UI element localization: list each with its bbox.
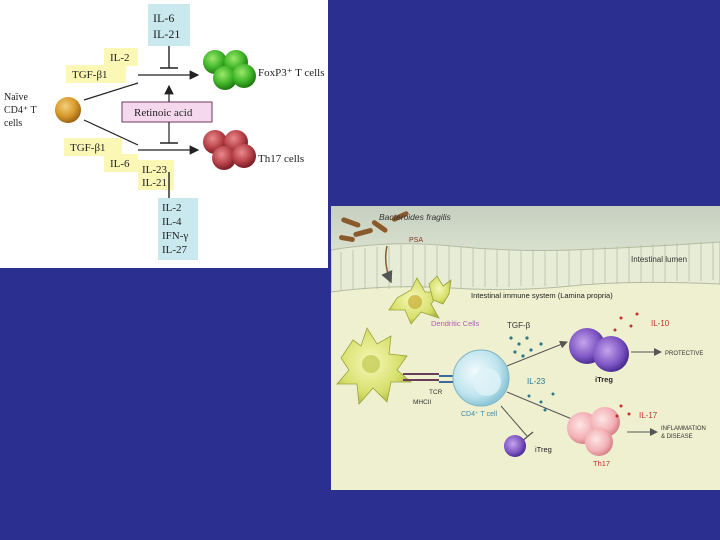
inducer-box-tgf-bottom <box>64 138 122 156</box>
naive-line-2: CD4⁺ T <box>4 105 37 116</box>
itreg-cell-cluster <box>569 328 629 372</box>
inducer-bottom-1: TGF-β1 <box>70 142 106 154</box>
th17-cell-cluster-bottom <box>567 407 620 456</box>
inducer-box-tgf <box>66 65 126 83</box>
gut-immune-svg: Bacteroides fragilis PSA Intestinal lume… <box>331 206 720 468</box>
inducer-box-il23 <box>138 160 174 190</box>
inhibit-line-itreg2 <box>500 405 528 437</box>
inhibitor-top-1: IL-6 <box>153 11 174 25</box>
inducer-box-il6 <box>104 154 138 172</box>
inducer-top-2: TGF-β1 <box>72 69 108 81</box>
tgf-beta-dots <box>509 336 543 358</box>
il23-label: IL-23 <box>527 377 546 386</box>
psa-label: PSA <box>409 237 423 244</box>
cd4-label: CD4⁺ T cell <box>461 411 498 418</box>
dendritic-cell-side <box>428 275 452 305</box>
il17-label: IL-17 <box>639 411 658 420</box>
retinoic-acid-box <box>121 101 213 123</box>
il17-dots <box>615 404 631 418</box>
epithelium-layer <box>331 241 720 293</box>
psa-arrow <box>381 245 393 284</box>
inflammation-line-2: & DISEASE <box>661 434 693 440</box>
itreg-cell-small <box>504 435 526 457</box>
inflammation-line-1: INFLAMMATION <box>661 426 706 432</box>
arrow-naive-to-bottom <box>83 119 139 146</box>
inducer-bottom-2: IL-6 <box>110 158 130 170</box>
inhibitor-bottom-2: IL-4 <box>162 216 182 228</box>
cd4-nucleus <box>473 368 501 396</box>
il10-dots <box>613 312 639 332</box>
naive-cd4-cell <box>55 97 81 123</box>
arrow-to-itreg <box>506 340 568 367</box>
naive-line-3: cells <box>4 118 22 129</box>
il10-label: IL-10 <box>651 319 670 328</box>
itreg-label: iTreg <box>595 375 613 384</box>
bacteria-label: Bacteroides fragilis <box>379 212 452 222</box>
differentiation-svg: IL-6 IL-21 IL-2 TGF-β1 Naïve CD4⁺ T cell… <box>4 4 325 260</box>
inhibitor-box-bottom <box>158 198 198 260</box>
tgf-beta-label: TGF-β <box>507 321 531 330</box>
inducer-top-1: IL-2 <box>110 52 130 64</box>
arrow-to-th17-cell <box>506 391 580 423</box>
mhc-label: MHCII <box>413 399 432 406</box>
il23-dots <box>527 392 555 412</box>
protective-label: PROTECTIVE <box>665 351 703 357</box>
itreg-small-label: iTreg <box>535 445 552 454</box>
dendritic-cell-large <box>336 327 413 405</box>
th17-cell-cluster <box>203 130 256 170</box>
treg-cell-cluster <box>203 50 256 90</box>
inhibitor-top-2: IL-21 <box>153 27 180 41</box>
inhibitor-bottom-3: IFN-γ <box>162 230 188 242</box>
th17-cell-label: Th17 <box>593 459 610 468</box>
dendritic-cells-label: Dendritic Cells <box>431 319 480 328</box>
arrow-naive-to-top <box>83 82 139 101</box>
mhc-tcr-receptors <box>403 373 455 383</box>
inducer-extra-2: IL-21 <box>142 177 167 189</box>
tcr-label: TCR <box>429 389 443 396</box>
immune-system-label: Intestinal immune system (Lamina propria… <box>471 291 613 300</box>
lumen-label: Intestinal lumen <box>631 255 687 264</box>
retinoic-acid-label: Retinoic acid <box>134 107 193 119</box>
inducer-box-il2 <box>104 48 138 66</box>
treg-label: FoxP3⁺ T cells <box>258 67 325 79</box>
inhibitor-bottom-1: IL-2 <box>162 202 182 214</box>
bacteria-rods <box>338 211 409 242</box>
dendritic-cell-top <box>388 277 442 325</box>
inhibitor-bottom-4: IL-27 <box>162 244 188 256</box>
inducer-extra-1: IL-23 <box>142 164 168 176</box>
th17-label: Th17 cells <box>258 153 304 165</box>
inhibitor-box-top <box>148 4 190 46</box>
naive-line-1: Naïve <box>4 92 28 103</box>
epithelial-cell-borders <box>340 242 714 290</box>
gut-immune-illustration: Bacteroides fragilis PSA Intestinal lume… <box>331 206 720 490</box>
differentiation-diagram: IL-6 IL-21 IL-2 TGF-β1 Naïve CD4⁺ T cell… <box>0 0 328 268</box>
